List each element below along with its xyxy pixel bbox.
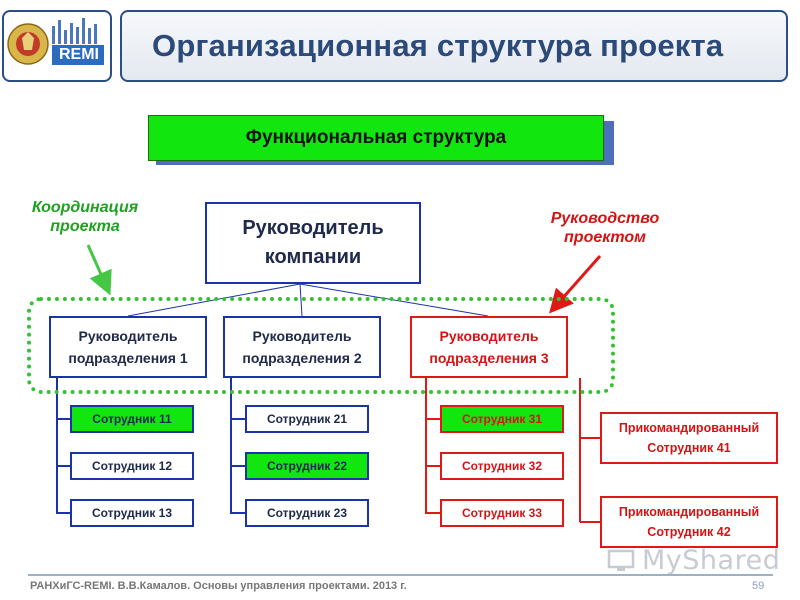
emblem-icon <box>7 18 104 65</box>
manager-1-box: Руководитель подразделения 1 <box>49 316 207 378</box>
employee-22: Сотрудник 22 <box>245 452 369 480</box>
page-title: Организационная структура проекта <box>152 28 724 63</box>
watermark: MyShared <box>642 545 781 576</box>
ceo-line1: Руководитель <box>242 217 384 239</box>
page-number: 59 <box>752 580 765 592</box>
seconded-42-line1: Прикомандированный <box>618 505 760 519</box>
logo: REMI <box>2 10 112 82</box>
dept1-bracket <box>56 378 70 514</box>
footer-divider <box>28 574 773 576</box>
coordination-annotation: Координация проекта <box>31 199 139 235</box>
functional-structure-banner: Функциональная структура <box>148 115 604 161</box>
employee-32: Сотрудник 32 <box>440 452 564 480</box>
seconded-42-line2: Сотрудник 42 <box>647 525 731 539</box>
watermark-screen-icon <box>607 549 635 571</box>
seconded-employee-41: Прикомандированный Сотрудник 41 <box>600 412 778 464</box>
management-annotation: Руководство проектом <box>550 210 660 246</box>
employee-23: Сотрудник 23 <box>245 499 369 527</box>
seconded-41-line1: Прикомандированный <box>618 421 760 435</box>
manager-3-box: Руководитель подразделения 3 <box>410 316 568 378</box>
seconded-bracket <box>579 378 600 523</box>
employee-21: Сотрудник 21 <box>245 405 369 433</box>
seconded-employee-42: Прикомандированный Сотрудник 42 <box>600 496 778 548</box>
seconded-41-line2: Сотрудник 41 <box>647 441 731 455</box>
coordination-group-outline <box>27 297 615 394</box>
manager-3-line2: подразделения 3 <box>429 350 549 366</box>
employee-13: Сотрудник 13 <box>70 499 194 527</box>
employee-12: Сотрудник 12 <box>70 452 194 480</box>
ceo-box: Руководитель компании <box>205 202 421 284</box>
footer-text: РАНХиГС-REMI. В.В.Камалов. Основы управл… <box>30 580 407 592</box>
dept3-bracket <box>425 378 440 514</box>
coordination-arrow <box>86 244 112 296</box>
manager-1-line2: подразделения 1 <box>68 350 188 366</box>
employee-31: Сотрудник 31 <box>440 405 564 433</box>
manager-1-line1: Руководитель <box>78 328 178 344</box>
title-banner: Организационная структура проекта <box>120 10 788 82</box>
manager-3-line1: Руководитель <box>439 328 539 344</box>
manager-2-line2: подразделения 2 <box>242 350 362 366</box>
dept2-bracket <box>230 378 245 514</box>
ceo-line2: компании <box>264 246 362 268</box>
logo-text: REMI <box>59 46 99 63</box>
employee-11: Сотрудник 11 <box>70 405 194 433</box>
manager-2-line1: Руководитель <box>252 328 352 344</box>
manager-2-box: Руководитель подразделения 2 <box>223 316 381 378</box>
employee-33: Сотрудник 33 <box>440 499 564 527</box>
